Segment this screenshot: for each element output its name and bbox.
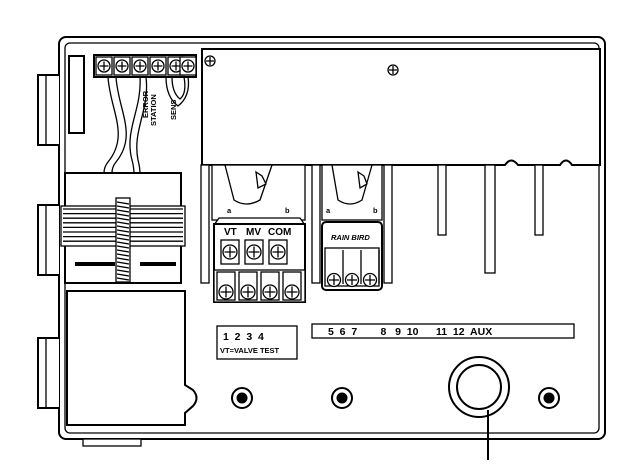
terminal-label-box-left [216, 325, 298, 360]
base-upper-screws [220, 239, 288, 265]
wire-tag-sens: SENS [169, 100, 178, 120]
conduit-knockouts [231, 356, 560, 418]
front-panel [201, 48, 601, 166]
label-vt: VT [224, 227, 237, 238]
wire-tag-station: STATION [149, 94, 158, 126]
bottom-tab [82, 438, 142, 447]
label-com: COM [268, 227, 291, 238]
label-mv: MV [246, 227, 261, 238]
svg-text:a: a [326, 206, 331, 215]
battery-compartment [66, 290, 198, 426]
terminal-numbers-right: 5 6 7 8 9 10 11 12 AUX [328, 326, 492, 338]
station-screws [324, 247, 380, 288]
transformer [60, 172, 186, 284]
top-terminal-strip [93, 54, 197, 78]
module-rails [200, 164, 544, 284]
svg-text:b: b [285, 206, 290, 215]
base-lower-screws [216, 271, 302, 301]
rain-bird-logo: RAIN BIRD [331, 233, 370, 242]
terminal-numbers-left: 1 2 3 4 [223, 331, 264, 343]
svg-text:b: b [373, 206, 378, 215]
wire-tag-error: ERROR [141, 90, 150, 118]
fuse-slot [68, 55, 85, 134]
svg-text:a: a [227, 206, 232, 215]
terminal-label-box-right [311, 323, 575, 339]
left-knockouts [37, 74, 59, 409]
valve-test-label: VT=VALVE TEST [220, 346, 280, 355]
